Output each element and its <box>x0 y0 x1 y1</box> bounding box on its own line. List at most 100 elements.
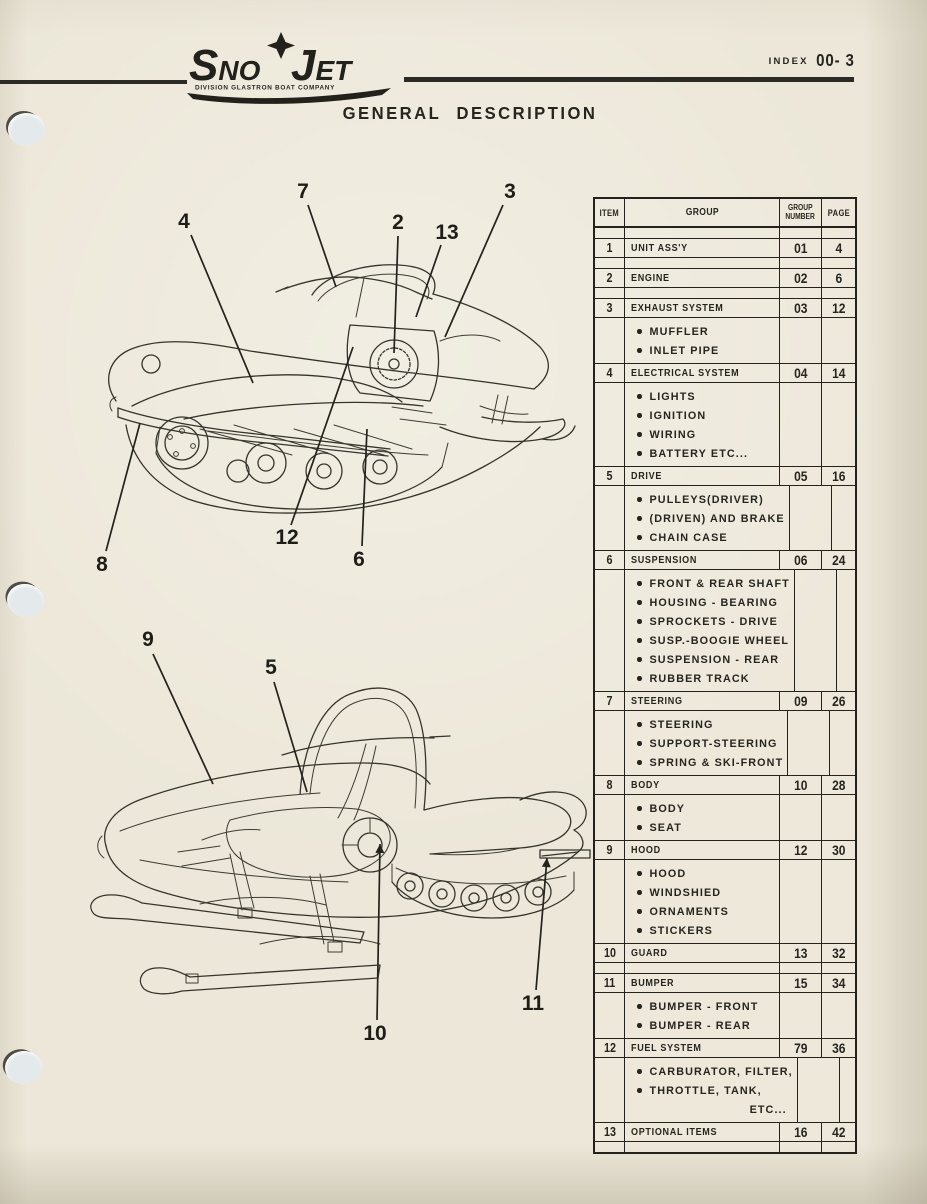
callout-number: 12 <box>275 526 298 549</box>
group-number-line2: NUMBER <box>785 211 816 221</box>
list-item: SPROCKETS - DRIVE <box>637 612 790 631</box>
page-number: 6 <box>822 269 855 287</box>
list-item: MUFFLER <box>637 322 775 341</box>
group-name-label: BODY <box>631 779 660 791</box>
sub-item-label: SUPPORT-STEERING <box>649 737 778 750</box>
group-name: FUEL SYSTEM <box>625 1039 780 1057</box>
list-item: WIRING <box>637 425 775 444</box>
sub-item-page-gutter <box>832 486 865 550</box>
header-rule-right <box>404 77 854 82</box>
list-item: FRONT & REAR SHAFT <box>637 574 790 593</box>
list-item: CARBURATOR, FILTER, <box>637 1062 793 1081</box>
bullet-icon <box>637 909 642 914</box>
callout-leader-line <box>152 653 214 785</box>
page-number: 14 <box>822 364 855 382</box>
sub-item-label: LIGHTS <box>649 390 696 403</box>
callout-number: 3 <box>504 180 516 203</box>
group-number: 10 <box>780 776 822 794</box>
bullet-icon <box>637 1069 642 1074</box>
column-header-group: GROUP <box>625 199 780 226</box>
sub-item-gutter <box>595 383 625 466</box>
callout-arrowhead-icon <box>541 858 551 868</box>
callout-leader-line <box>444 204 504 338</box>
sub-item-page-gutter <box>822 318 855 363</box>
item-number: 12 <box>595 1039 625 1057</box>
page-number: 32 <box>822 944 855 962</box>
group-number-label: 06 <box>793 552 808 568</box>
sub-item-page-gutter <box>837 570 870 691</box>
bullet-icon <box>637 1088 642 1093</box>
sub-item-label: INLET PIPE <box>649 344 720 357</box>
bullet-icon <box>637 432 642 437</box>
group-number-label: 05 <box>793 468 808 484</box>
page-number-label: 28 <box>831 777 846 793</box>
group-name-label: UNIT ASS'Y <box>631 242 688 254</box>
sub-item-label: (DRIVEN) AND BRAKE <box>649 512 785 525</box>
sub-item-page-gutter <box>840 1058 873 1122</box>
sub-items-cell: MUFFLER INLET PIPE <box>625 318 780 363</box>
group-number: 15 <box>780 974 822 992</box>
spacer-cell <box>822 963 855 973</box>
page-number-label: 34 <box>831 975 846 991</box>
group-name-label: EXHAUST SYSTEM <box>631 302 724 314</box>
group-name: SUSPENSION <box>625 551 780 569</box>
list-item: ETC... <box>637 1100 793 1119</box>
group-number: 79 <box>780 1039 822 1057</box>
spacer-row <box>595 1142 855 1152</box>
page-number: 26 <box>822 692 855 710</box>
bullet-icon <box>637 890 642 895</box>
page-number-label: 42 <box>831 1124 846 1140</box>
sub-item-page-gutter <box>822 383 855 466</box>
item-number: 3 <box>595 299 625 317</box>
callout-leader-line <box>290 346 354 526</box>
bullet-icon <box>637 1023 642 1028</box>
list-item: BATTERY ETC... <box>637 444 775 463</box>
sub-item-gutter <box>595 993 625 1038</box>
callout-leader-line <box>393 235 399 354</box>
callout-leader-line <box>273 681 308 793</box>
spacer-cell <box>595 963 625 973</box>
group-name: ENGINE <box>625 269 780 287</box>
spacer-row <box>595 258 855 269</box>
sub-item-label: WINDSHIED <box>649 886 722 899</box>
callout-number: 11 <box>522 992 545 1015</box>
item-number-label: 1 <box>606 241 613 255</box>
sub-item-label: SPROCKETS - DRIVE <box>649 615 778 628</box>
callout-leader-line <box>376 843 381 1021</box>
group-name: EXHAUST SYSTEM <box>625 299 780 317</box>
item-number: 6 <box>595 551 625 569</box>
callout-number: 5 <box>265 656 277 679</box>
bullet-icon <box>637 451 642 456</box>
group-number: 09 <box>780 692 822 710</box>
sub-item-label: BATTERY ETC... <box>649 447 749 460</box>
page-number-label: 6 <box>835 270 842 286</box>
column-header-group-label: GROUP <box>685 207 719 218</box>
sub-item-number-gutter <box>780 860 822 943</box>
group-number: 16 <box>780 1123 822 1141</box>
list-item: SEAT <box>637 818 775 837</box>
page-number-label: 36 <box>831 1040 846 1056</box>
sub-item-page-gutter <box>822 993 855 1038</box>
column-header-item-label: ITEM <box>599 207 620 218</box>
group-number-label: 16 <box>793 1124 808 1140</box>
sub-items-row: CARBURATOR, FILTER,THROTTLE, TANK,ETC... <box>595 1058 855 1123</box>
sub-items-row: MUFFLER INLET PIPE <box>595 318 855 364</box>
list-item: ORNAMENTS <box>637 902 775 921</box>
callout-arrowhead-icon <box>375 844 385 854</box>
callout-leader-line <box>415 244 442 318</box>
spacer-cell <box>595 288 625 298</box>
bullet-icon <box>637 413 642 418</box>
sub-item-label: RUBBER TRACK <box>649 672 750 685</box>
